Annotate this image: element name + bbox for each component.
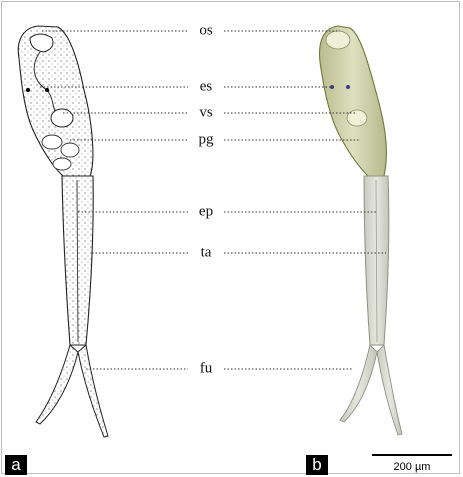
photo-b [320,26,402,435]
scale-bar-label: 200 µm [372,461,452,473]
photo-b-oral-sucker [326,31,350,49]
drawing-a-ventral-sucker [51,109,73,127]
photo-b-body [320,26,387,176]
drawing-a-furca-left [36,345,78,424]
label-ep: ep [199,205,213,220]
photo-b-furca-right [377,345,402,435]
photo-b-eyespot-2 [346,85,350,89]
drawing-a-gland-1 [42,135,62,149]
drawing-a-furca-right [78,345,108,437]
photo-b-furca-left [340,345,377,422]
drawing-a-eyespot-2 [45,88,49,92]
label-os: os [199,24,212,39]
drawing-a-gland-2 [61,143,79,157]
drawing-a [18,26,108,437]
label-fu: fu [200,362,213,377]
scale-bar [372,454,452,456]
drawing-a-body [18,26,93,176]
panel-label-b: b [306,455,328,475]
label-ta: ta [201,246,212,261]
label-pg: pg [199,133,214,148]
photo-b-ventral-sucker [347,110,367,126]
label-es: es [200,80,213,95]
drawing-a-gland-3 [53,158,71,170]
label-vs: vs [199,106,212,121]
panel-label-a: a [5,455,27,475]
drawing-a-eyespot-1 [26,88,30,92]
